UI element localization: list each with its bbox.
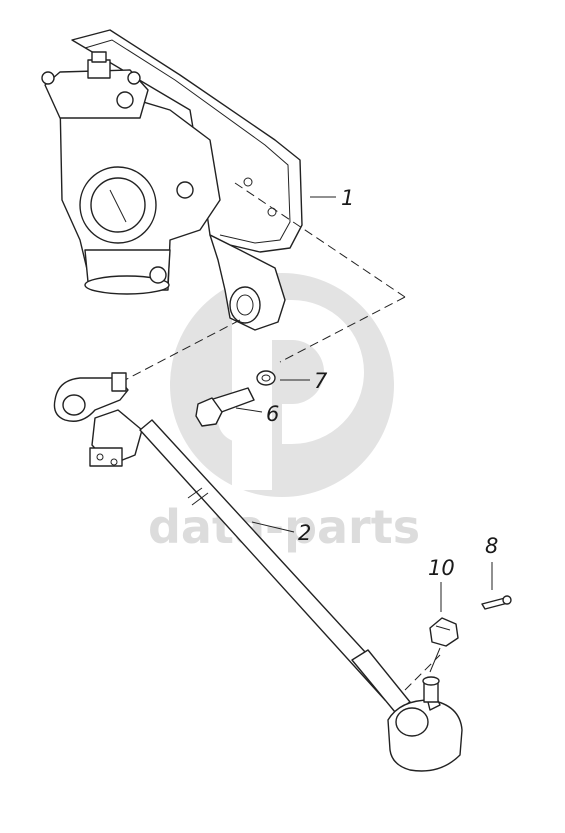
castle-nut-part-10 (429, 617, 459, 647)
callout-6: 6 (266, 402, 279, 426)
washer-part-7 (256, 370, 276, 386)
assembly-lines (124, 182, 441, 691)
callout-7: 7 (314, 369, 328, 393)
callout-8: 8 (485, 534, 498, 558)
callout-10: 10 (428, 556, 455, 580)
callout-2: 2 (298, 521, 311, 545)
steering-gear-part-1 (41, 29, 303, 331)
cotter-pin-part-8 (481, 595, 512, 610)
callout-1: 1 (341, 186, 354, 210)
watermark-text: data-parts (148, 500, 420, 554)
leader-lines (235, 196, 493, 673)
bolt-part-6 (195, 387, 255, 427)
drag-link-part-2 (53, 372, 411, 713)
ball-joint-end (387, 676, 463, 772)
